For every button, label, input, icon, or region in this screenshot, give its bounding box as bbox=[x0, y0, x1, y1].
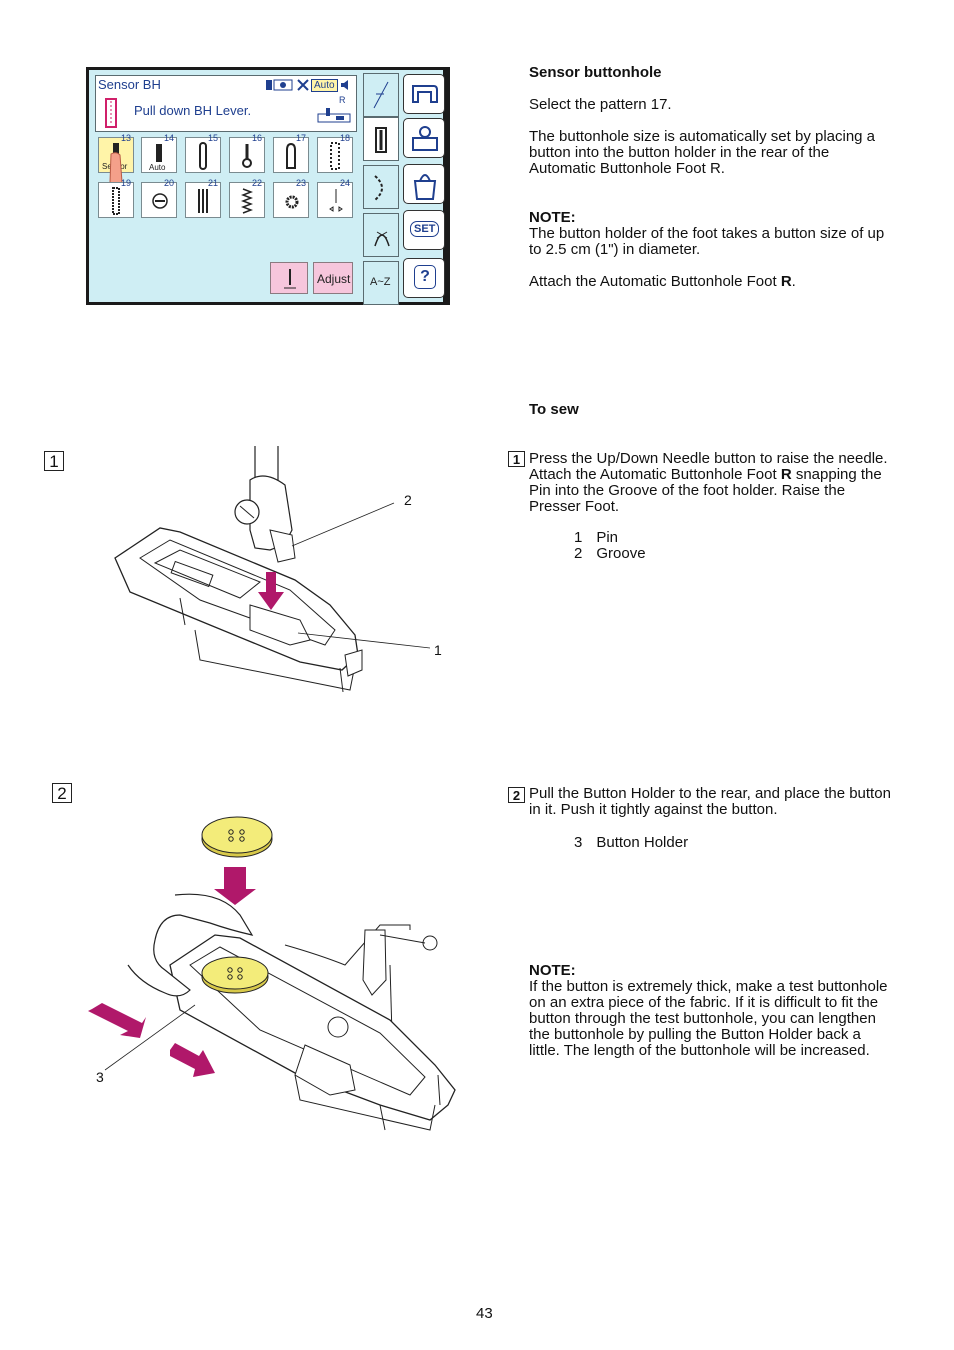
buttonhole-stitch-icon bbox=[156, 144, 162, 162]
figure-step-1: 1 bbox=[44, 451, 64, 471]
figure-step-2: 2 bbox=[52, 783, 72, 803]
buttonhole-stitch-icon bbox=[112, 187, 120, 215]
quilt-stitch-icon bbox=[374, 231, 390, 247]
round-eyelet-icon bbox=[285, 195, 299, 209]
lcd-screen: Sensor BH Pull down BH Lever. Auto R bbox=[89, 70, 445, 305]
callout-button-holder: 3 bbox=[96, 1069, 104, 1085]
lcd-title: Sensor BH bbox=[98, 77, 161, 92]
stitch-key-15[interactable]: 15 bbox=[185, 133, 221, 173]
stitch-key-18[interactable]: 18 bbox=[317, 133, 353, 173]
lcd-message: Pull down BH Lever. bbox=[134, 103, 252, 118]
intro-line: button into the button holder in the rea… bbox=[529, 144, 830, 161]
buttonhole-stitch-icon bbox=[286, 142, 296, 169]
adjust-button[interactable]: Adjust bbox=[313, 262, 353, 294]
set-button[interactable]: SET bbox=[403, 210, 445, 250]
stitch-key-21[interactable]: 21 bbox=[185, 178, 221, 218]
auto-badge: Auto bbox=[311, 79, 338, 92]
straight-stitch-icon bbox=[373, 81, 389, 109]
stitch-key-13[interactable]: 13 Sensor bbox=[98, 133, 134, 185]
set-label: SET bbox=[410, 221, 440, 237]
step-2-number: 2 bbox=[508, 787, 525, 803]
sewing-machine-icon bbox=[412, 85, 438, 103]
select-pattern-text: Select the pattern 17. bbox=[529, 96, 672, 113]
step-1-number: 1 bbox=[508, 451, 525, 467]
tie-off-button[interactable] bbox=[270, 262, 308, 294]
note-label: NOTE: bbox=[529, 962, 576, 979]
bar-tack-icon bbox=[198, 189, 208, 213]
tab-quilting[interactable] bbox=[363, 213, 399, 257]
buttonhole-tab-icon bbox=[375, 127, 387, 153]
stitch-key-16[interactable]: 16 bbox=[229, 133, 265, 173]
embroidery-mode-button[interactable] bbox=[403, 118, 445, 158]
attach-foot-text: Attach the Automatic Buttonhole Foot R. bbox=[529, 273, 796, 290]
memory-button[interactable] bbox=[403, 164, 445, 204]
lcd-panel: Sensor BH Pull down BH Lever. Auto R bbox=[86, 67, 450, 305]
button-holder-illustration bbox=[88, 816, 456, 1131]
buttonhole-foot-icon bbox=[317, 108, 351, 123]
tab-utility-stitches[interactable] bbox=[363, 73, 399, 117]
speaker-icon bbox=[341, 80, 348, 90]
note-label: NOTE: bbox=[529, 209, 576, 226]
lcd-header: Sensor BH Pull down BH Lever. Auto R bbox=[95, 75, 357, 132]
note-line: to 2.5 cm (1") in diameter. bbox=[529, 241, 701, 258]
bag-icon bbox=[413, 174, 437, 200]
callout-groove: 2 bbox=[404, 492, 412, 508]
button-sewing-icon bbox=[329, 189, 343, 212]
embroidery-unit-icon bbox=[412, 126, 438, 151]
stitch-key-23[interactable]: 23 bbox=[273, 178, 309, 218]
help-button[interactable]: ? bbox=[403, 258, 445, 298]
stitch-key-22[interactable]: 22 bbox=[229, 178, 265, 218]
callout-pin: 1 bbox=[434, 642, 442, 658]
alphabet-label: A~Z bbox=[370, 276, 391, 288]
note-line: The button holder of the foot takes a bu… bbox=[529, 225, 885, 242]
intro-line: Automatic Buttonhole Foot R. bbox=[529, 160, 725, 177]
keyhole-stitch-icon bbox=[242, 144, 252, 168]
note-2: NOTE: If the button is extremely thick, … bbox=[529, 962, 888, 1059]
tab-decorative[interactable] bbox=[363, 165, 399, 209]
step-2-text: Pull the Button Holder to the rear, and … bbox=[529, 785, 891, 818]
scissors-icon bbox=[297, 79, 309, 91]
tab-alphabet[interactable]: A~Z bbox=[363, 261, 399, 305]
stitch-key-24[interactable]: 24 bbox=[317, 178, 353, 218]
buttonhole-pattern-icon bbox=[105, 98, 117, 128]
stitch-label: Auto bbox=[149, 163, 166, 172]
buttonhole-foot-attach-illustration bbox=[114, 446, 431, 693]
mode-button[interactable] bbox=[403, 74, 445, 114]
help-label: ? bbox=[414, 265, 436, 289]
intro-line: The buttonhole size is automatically set… bbox=[529, 128, 876, 145]
eyelet-icon bbox=[152, 193, 168, 209]
tab-buttonhole[interactable] bbox=[363, 117, 399, 161]
adjust-label: Adjust bbox=[317, 272, 351, 286]
zigzag-bar-icon bbox=[241, 188, 253, 214]
satin-stitch-icon bbox=[374, 175, 383, 201]
intro-paragraph: The buttonhole size is automatically set… bbox=[529, 129, 875, 177]
needle-down-icon bbox=[284, 269, 296, 289]
stitch-key-14[interactable]: 14 Auto bbox=[141, 133, 177, 173]
step-1-text: Press the Up/Down Needle button to raise… bbox=[529, 450, 888, 515]
section-heading: Sensor buttonhole bbox=[529, 64, 662, 81]
stretch-buttonhole-icon bbox=[330, 142, 340, 170]
thread-tension-icon bbox=[266, 79, 293, 91]
page-number: 43 bbox=[476, 1305, 493, 1322]
foot-letter: R bbox=[339, 95, 346, 105]
buttonhole-stitch-icon bbox=[199, 142, 207, 170]
to-sew-heading: To sew bbox=[529, 401, 579, 418]
stitch-key-20[interactable]: 20 bbox=[141, 178, 177, 218]
stitch-key-19[interactable]: 19 bbox=[98, 178, 134, 218]
note-1: NOTE: The button holder of the foot take… bbox=[529, 210, 884, 258]
stitch-key-17[interactable]: 17 bbox=[273, 133, 309, 173]
